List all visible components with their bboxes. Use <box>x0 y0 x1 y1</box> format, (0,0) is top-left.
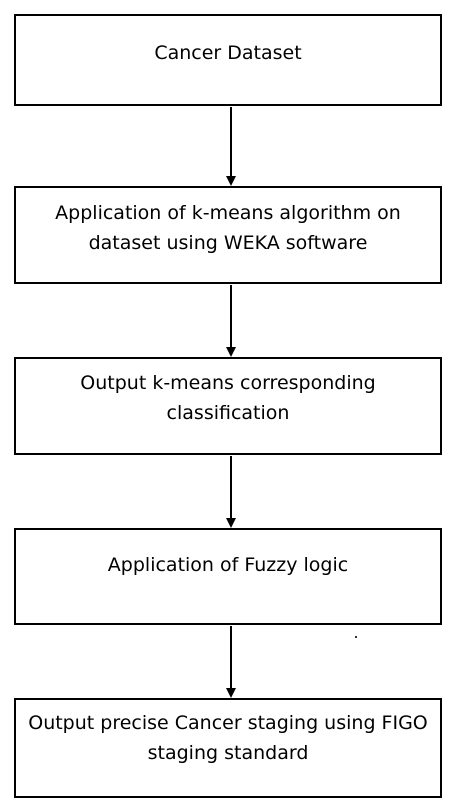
step-box-cancer-dataset: Cancer Dataset <box>14 14 442 106</box>
stray-mark <box>355 636 357 638</box>
step-label-kmeans-output: Output k-means corresponding classificat… <box>80 372 376 424</box>
step-label-cancer-dataset: Cancer Dataset <box>154 42 302 64</box>
step-box-figo-staging: Output precise Cancer staging using FIGO… <box>14 698 442 798</box>
step-box-fuzzy-logic: Application of Fuzzy logic <box>14 528 442 625</box>
step-box-kmeans-output: Output k-means corresponding classificat… <box>14 357 442 455</box>
step-box-kmeans-application: Application of k-means algorithm on data… <box>14 186 442 284</box>
step-label-figo-staging: Output precise Cancer staging using FIGO… <box>28 712 428 764</box>
step-label-kmeans-application: Application of k-means algorithm on data… <box>55 202 401 254</box>
step-label-fuzzy-logic: Application of Fuzzy logic <box>107 554 349 576</box>
